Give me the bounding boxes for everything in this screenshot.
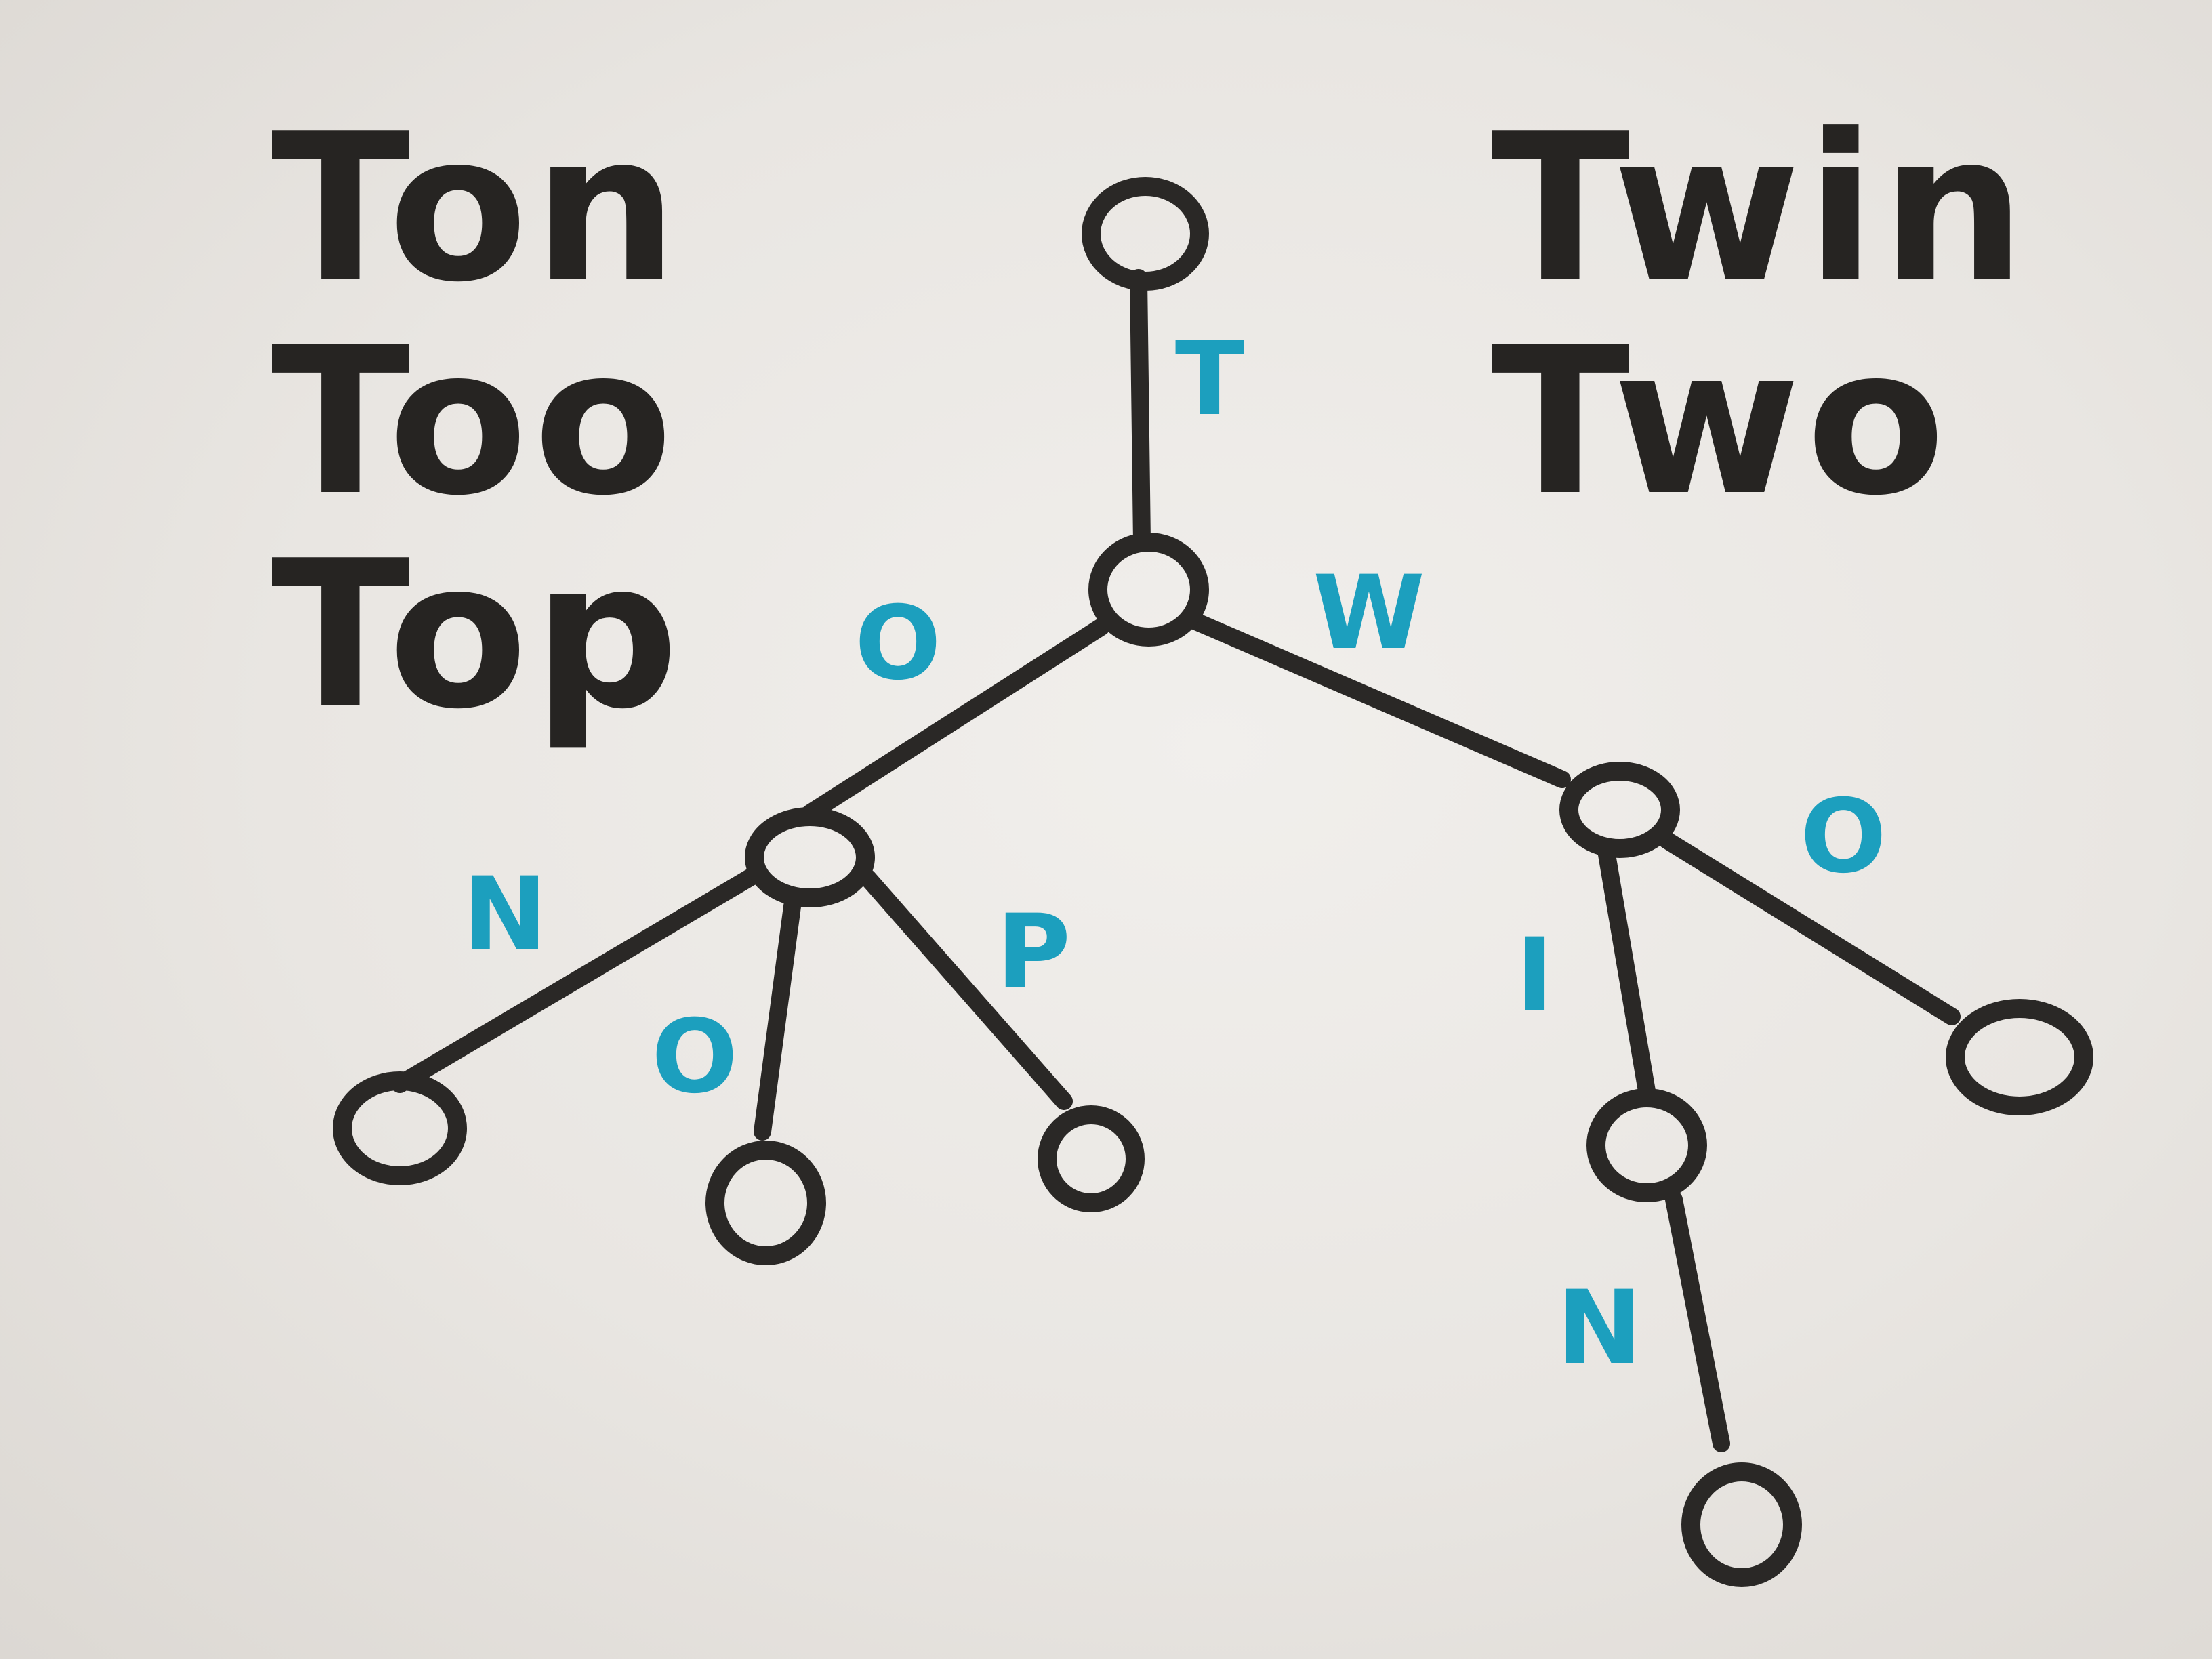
edge-label-i: I <box>1516 917 1554 1035</box>
edge-t-w <box>1184 611 1571 788</box>
edge-label-o: O <box>855 585 941 703</box>
word-list-left: Ton Too Top <box>271 102 684 742</box>
node-t <box>1088 533 1209 647</box>
edge-root-t <box>1130 269 1151 551</box>
node-top <box>1038 1105 1145 1212</box>
edge-label-t: T <box>1175 321 1244 438</box>
edge-to-n <box>391 865 764 1093</box>
node-tw <box>1559 762 1680 858</box>
word-ton: Ton <box>271 90 684 327</box>
node-to <box>745 807 875 907</box>
word-list-right: Twin Two <box>1491 102 2031 529</box>
word-top: Top <box>271 517 684 754</box>
node-too <box>705 1141 826 1265</box>
node-twin <box>1681 1462 1802 1587</box>
word-too: Too <box>271 304 679 540</box>
edge-label-o-2: O <box>651 998 738 1116</box>
word-two: Two <box>1491 304 1951 540</box>
edge-t-o <box>801 618 1110 822</box>
edge-to-o <box>754 893 802 1141</box>
edge-label-o-3: O <box>1800 778 1887 896</box>
node-two <box>1946 999 2093 1115</box>
edge-tw-i <box>1597 842 1656 1100</box>
edge-label-w: W <box>1313 554 1425 672</box>
edge-tw-o <box>1658 832 1961 1025</box>
edge-label-n-2: N <box>1557 1269 1642 1387</box>
word-twin: Twin <box>1491 90 2032 327</box>
edge-to-p <box>859 869 1073 1110</box>
edge-twi-n <box>1665 1191 1730 1452</box>
node-twi <box>1586 1088 1707 1202</box>
node-root <box>1082 177 1209 291</box>
edge-label-p: P <box>996 893 1071 1011</box>
edge-label-n: N <box>462 856 548 974</box>
node-ton <box>333 1071 467 1185</box>
